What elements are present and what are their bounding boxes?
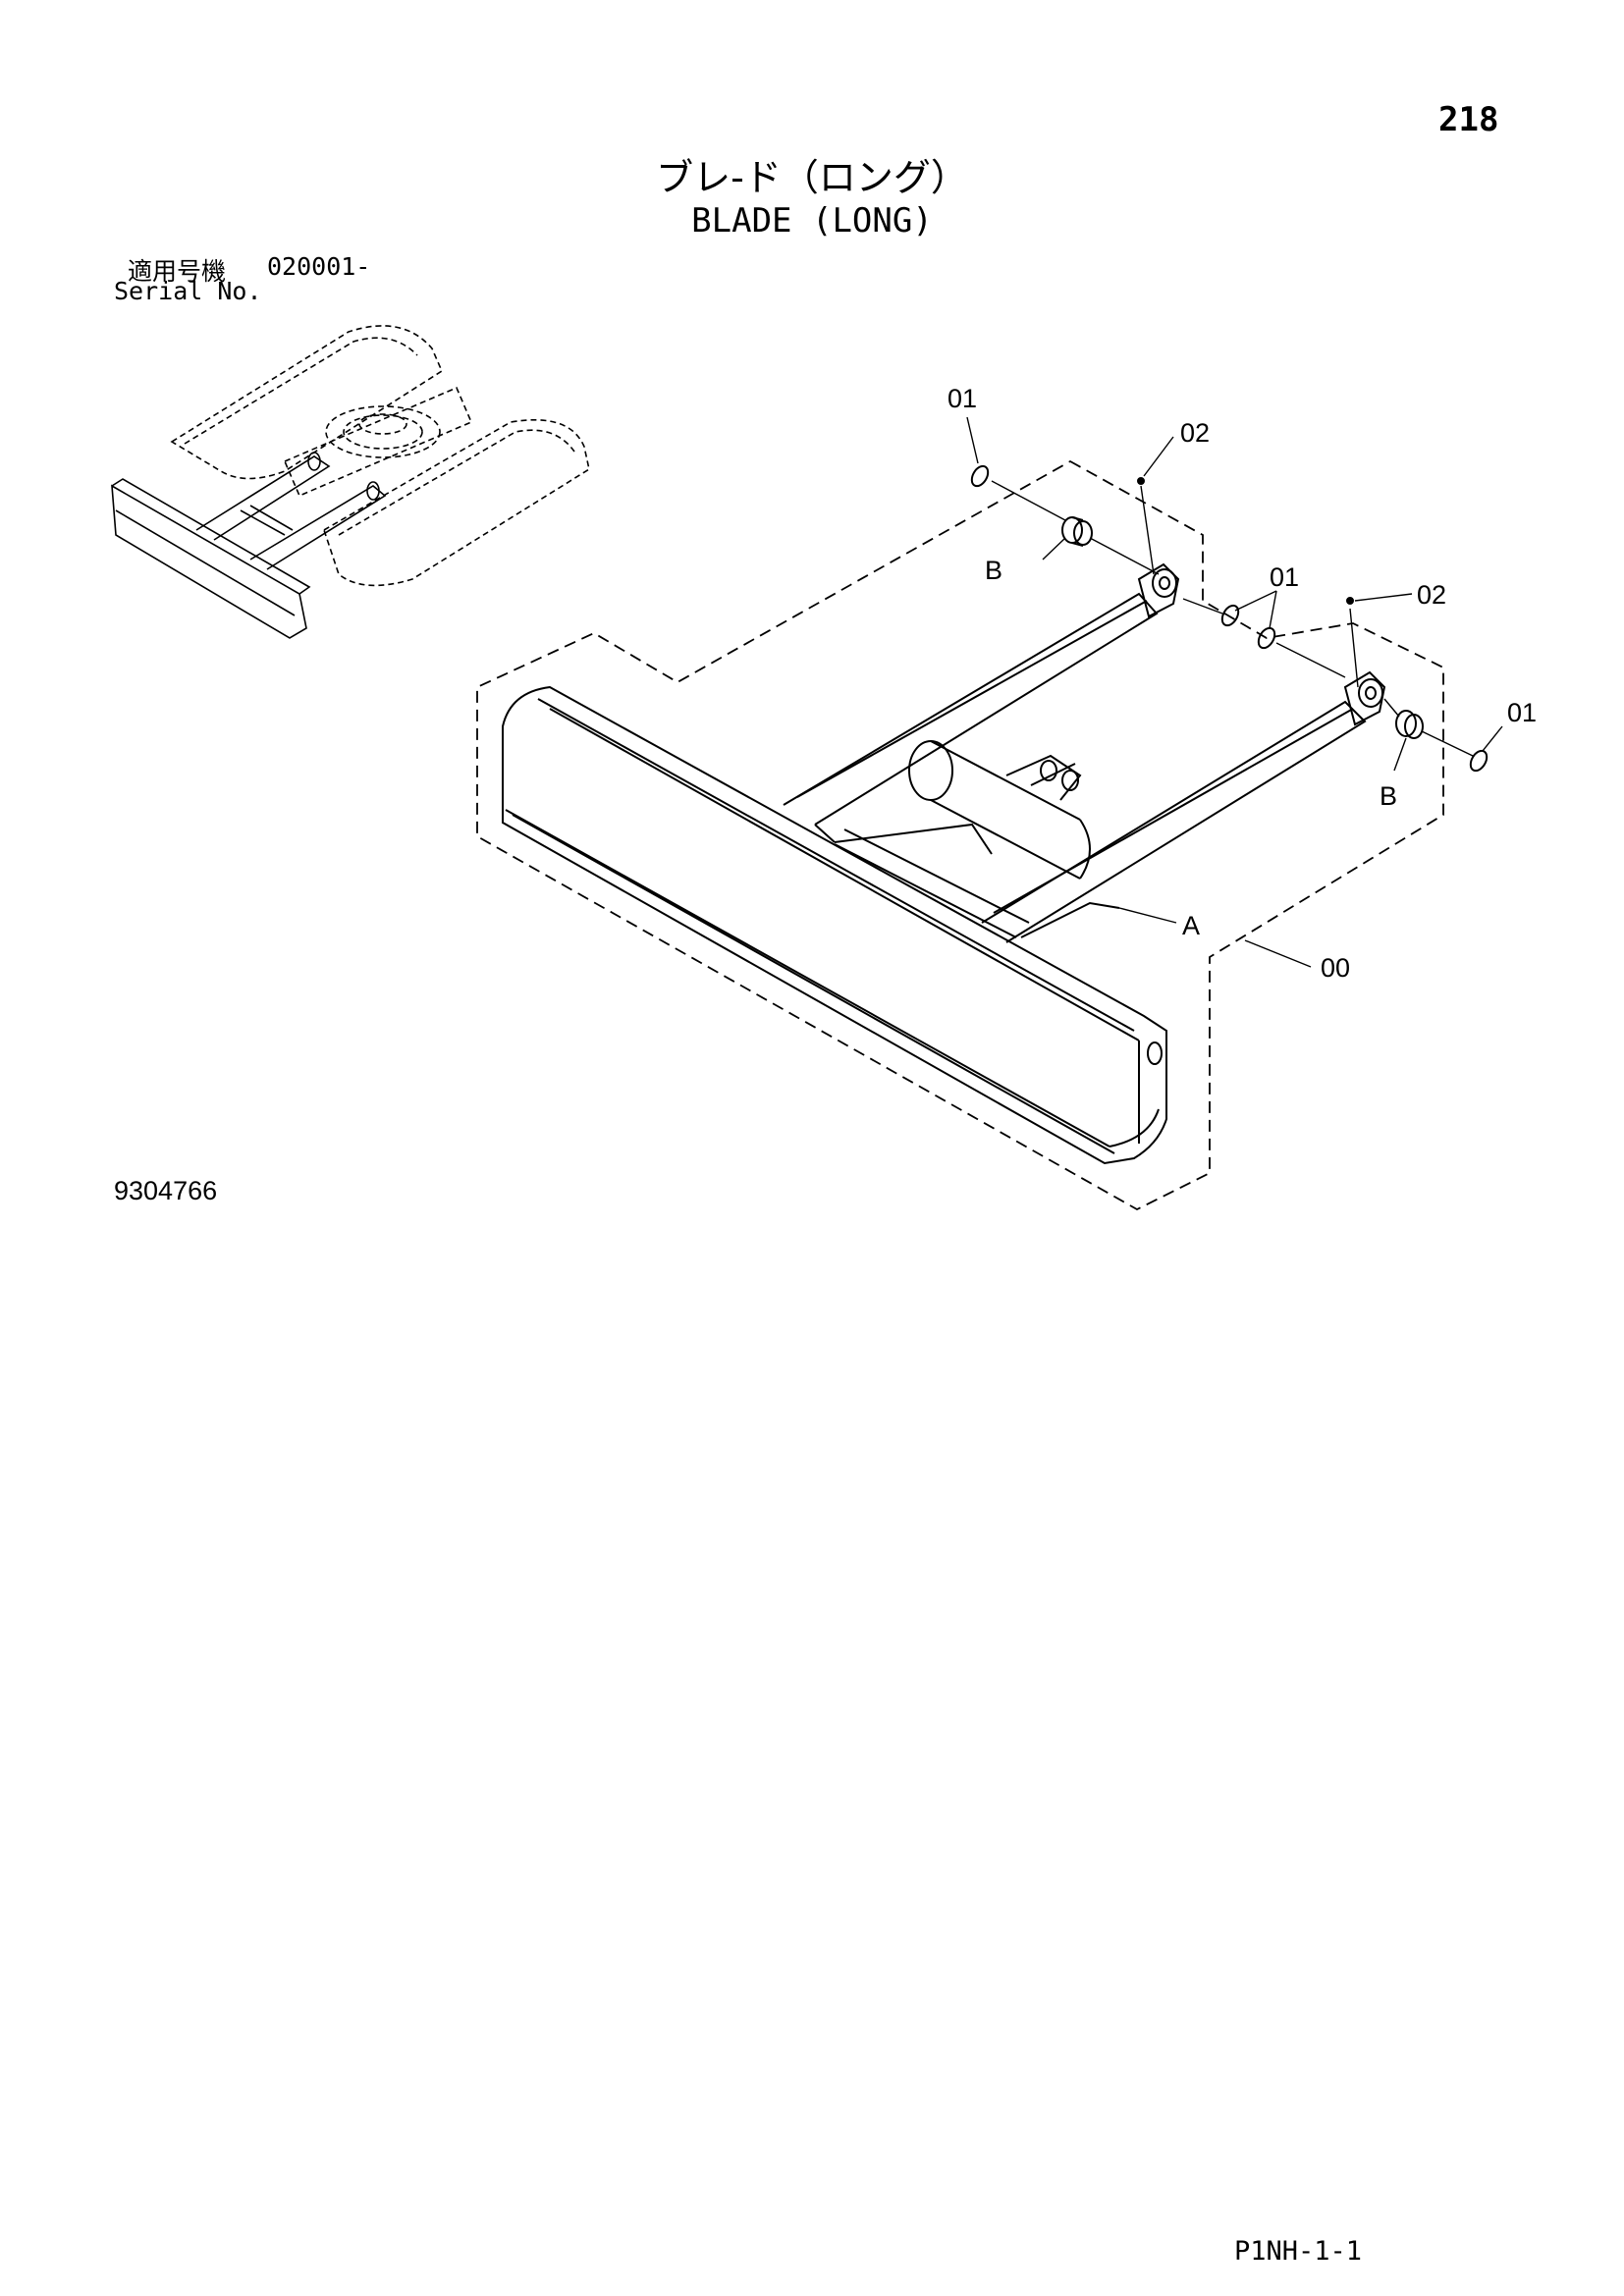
assembly-boundary [476, 459, 1444, 1211]
bushing-b-left [1061, 516, 1083, 544]
title-japanese: ブレ-ド（ロング） [656, 156, 968, 199]
callout-00: 00 [1321, 953, 1350, 983]
serial-label-english: Serial No. [114, 277, 262, 305]
serial-label-japanese: 適用号機 [128, 257, 227, 286]
callouts: 01 02 B 01 02 01 B A 00 [947, 384, 1537, 983]
machine-body-outline [170, 325, 590, 587]
callout-01-top: 01 [947, 384, 977, 413]
overview-blade [111, 452, 387, 639]
grease-fitting-02-left [1137, 477, 1145, 485]
callout-01-mid: 01 [1270, 562, 1299, 592]
title-english: BLADE (LONG) [691, 201, 933, 240]
callout-b-right: B [1380, 781, 1397, 811]
washer-01-top [970, 464, 990, 488]
leader-lines [966, 416, 1503, 968]
reference-code: P1NH-1-1 [1234, 2236, 1363, 2267]
washer-01-mid-b [1257, 626, 1276, 650]
washer-01-mid-a [1220, 604, 1240, 627]
callout-01-right: 01 [1507, 698, 1537, 727]
callout-b-left: B [985, 556, 1002, 585]
figure-number: 9304766 [114, 1176, 218, 1205]
small-parts [970, 464, 1489, 773]
bushing-b-right [1395, 710, 1417, 737]
callout-02-top: 02 [1180, 418, 1210, 448]
blade-assembly [502, 562, 1386, 1165]
page-number: 218 [1438, 100, 1499, 139]
serial-number-value: 020001- [267, 252, 371, 281]
grease-fitting-02-right [1346, 597, 1354, 605]
callout-02-right: 02 [1417, 580, 1446, 610]
machine-overview [111, 325, 590, 639]
washer-01-right [1469, 749, 1489, 773]
callout-a: A [1182, 911, 1200, 940]
